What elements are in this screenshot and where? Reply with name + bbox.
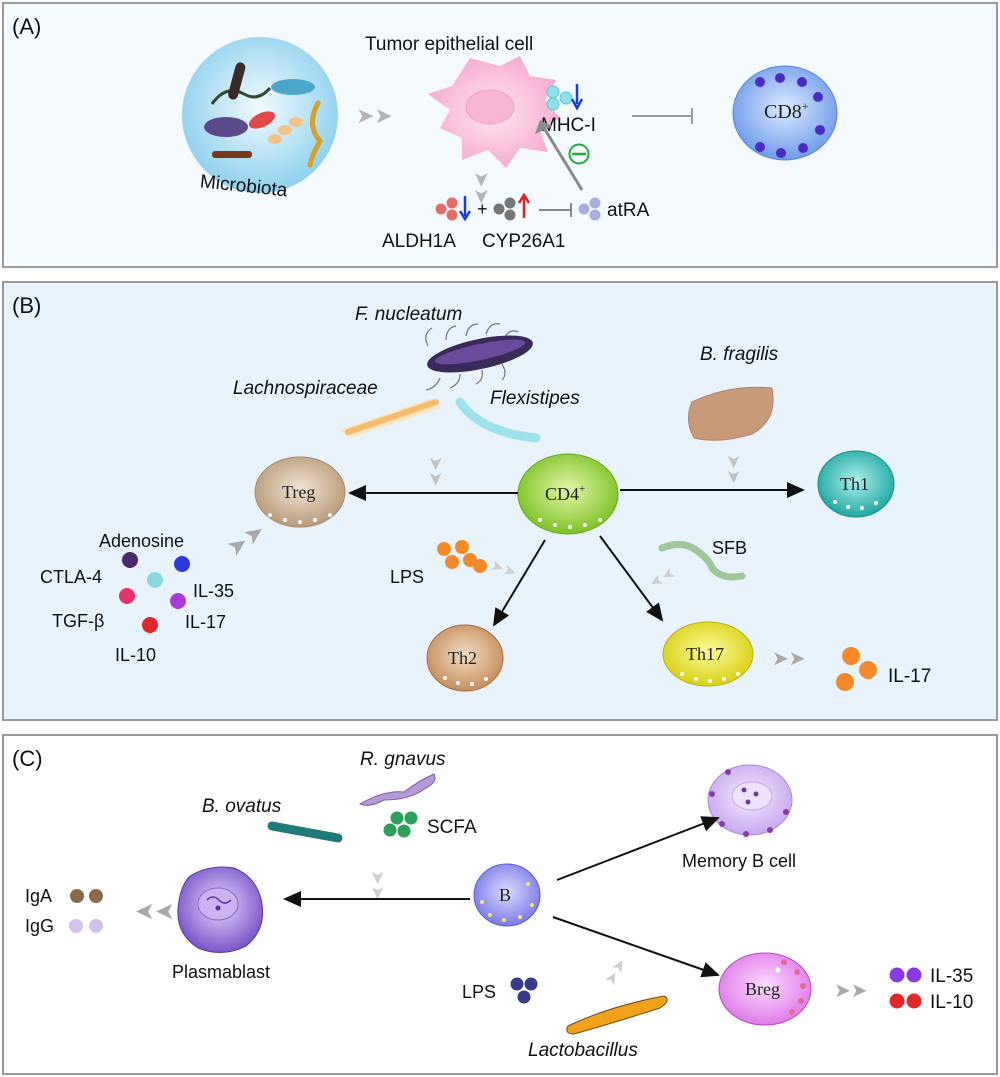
negative-regulation-icon xyxy=(568,143,590,165)
il17-b-label: IL-17 xyxy=(185,612,226,632)
th17-cell xyxy=(662,621,754,687)
arrow-microbiota-tumor: ➤➤ xyxy=(356,103,393,128)
aldh-label: ALDH1A xyxy=(382,231,456,252)
arrow-breg-il: ➤➤ xyxy=(834,980,868,1002)
igg-dot-1 xyxy=(69,919,83,933)
iga-label: IgA xyxy=(25,886,52,906)
lps-c-molecules xyxy=(510,977,538,1004)
atra-mhc-arrow xyxy=(542,127,584,191)
panel-c-frame xyxy=(2,734,998,1075)
sfb-label: SFB xyxy=(712,538,747,558)
mhc-down-arrowhead xyxy=(570,98,584,111)
panel-a-tag: (A) xyxy=(12,14,41,39)
il17-out-label: IL-17 xyxy=(888,666,931,687)
il10-dot-2 xyxy=(906,993,922,1009)
il35-dot-2 xyxy=(906,967,922,983)
memory-b-label: Memory B cell xyxy=(682,851,796,871)
memory-b-cell xyxy=(707,764,793,837)
cd4-label: CD4+ xyxy=(545,483,585,504)
flexistipes-bacterium xyxy=(455,397,541,443)
bovatus-bacterium xyxy=(267,821,343,843)
arrow-tumor-aldh: ➤➤ xyxy=(470,171,492,205)
iga-dot-2 xyxy=(89,889,103,903)
rgnavus-label: R. gnavus xyxy=(360,749,446,770)
arrow-b-breg xyxy=(552,916,720,978)
igg-dot-2 xyxy=(89,919,103,933)
tgfb-label: TGF-β xyxy=(52,611,104,631)
il35-dot-1 xyxy=(889,967,905,983)
lps-b-label: LPS xyxy=(390,567,424,587)
breg-cell xyxy=(718,952,812,1026)
aldh-down-arrowhead xyxy=(458,210,472,222)
cd8-cell xyxy=(732,65,838,161)
breg-label: Breg xyxy=(745,979,780,999)
flexistipes-label: Flexistipes xyxy=(490,388,580,409)
cyp-molecules xyxy=(493,197,516,221)
atra-molecules xyxy=(578,197,601,221)
il35-c-label: IL-35 xyxy=(930,966,973,987)
treg-label: Treg xyxy=(282,482,315,502)
treg-cell xyxy=(254,456,346,528)
mhc-label: MHC-I xyxy=(541,115,596,136)
iga-dot-1 xyxy=(70,889,84,903)
panel-c-tag: (C) xyxy=(12,746,43,771)
adenosine-label: Adenosine xyxy=(99,531,184,551)
b-cell xyxy=(473,863,541,927)
lps-c-label: LPS xyxy=(462,982,496,1002)
igg-label: IgG xyxy=(25,916,54,936)
atra-mhc-arrowhead xyxy=(535,120,552,134)
mhc-molecules xyxy=(546,85,573,111)
il35-b-label: IL-35 xyxy=(193,581,234,601)
bfragilis-label: B. fragilis xyxy=(700,344,779,365)
th17-label: Th17 xyxy=(686,644,724,664)
rgnavus-bacterium xyxy=(358,773,436,806)
fnucleatum-label: F. nucleatum xyxy=(355,304,462,325)
ctla4-label: CTLA-4 xyxy=(40,567,102,587)
treg-cytokine-dots xyxy=(119,552,190,633)
th2-cell xyxy=(426,624,504,692)
arrow-scfa-pathway: ➤➤ xyxy=(368,870,388,900)
arrow-bfragilis-th1: ➤➤ xyxy=(724,454,744,484)
arrow-b-memory xyxy=(556,816,720,881)
il10-dot-1 xyxy=(889,993,905,1009)
lachnospiraceae-bacterium xyxy=(340,398,440,438)
aldh-molecules xyxy=(435,197,458,221)
th2-label: Th2 xyxy=(448,648,477,668)
arrow-cd4-th2 xyxy=(492,539,546,627)
plus-sign: + xyxy=(477,199,488,219)
tumor-cell-label: Tumor epithelial cell xyxy=(365,34,533,55)
atra-label: atRA xyxy=(607,200,650,221)
microbiota-circle xyxy=(182,37,338,193)
il10-c-label: IL-10 xyxy=(930,992,973,1013)
plasmablast-cell xyxy=(177,866,264,953)
arrow-th17-il17: ➤➤ xyxy=(772,648,806,670)
lps-b-molecules xyxy=(437,540,487,573)
scfa-label: SCFA xyxy=(427,817,477,838)
scfa-molecules xyxy=(383,811,418,838)
il10-b-label: IL-10 xyxy=(115,645,156,665)
fnucleatum-bacterium xyxy=(425,323,533,391)
lactobacillus-label: Lactobacillus xyxy=(528,1040,638,1061)
arrow-plasmablast-antibodies: ➤➤ xyxy=(135,898,175,925)
bfragilis-bacterium xyxy=(688,386,774,441)
cd8-label: CD8+ xyxy=(764,99,809,123)
lactobacillus-bacterium xyxy=(566,995,668,1035)
il17-out-molecules xyxy=(836,647,877,691)
cyp-label: CYP26A1 xyxy=(482,231,565,252)
lachnospiraceae-label: Lachnospiraceae xyxy=(233,378,378,399)
th1-cell xyxy=(817,450,895,518)
tumor-epithelial-cell xyxy=(428,56,560,168)
bovatus-label: B. ovatus xyxy=(202,796,282,817)
sfb-bacterium xyxy=(658,541,746,581)
cyp-up-arrowhead xyxy=(517,192,531,204)
b-cell-label: B xyxy=(499,885,511,905)
plasmablast-label: Plasmablast xyxy=(172,962,270,982)
panel-b-tag: (B) xyxy=(12,293,41,318)
th1-label: Th1 xyxy=(840,474,869,494)
arrow-bacteria-cd4: ➤➤ xyxy=(426,456,446,486)
arrow-cd4-th17 xyxy=(599,535,664,622)
